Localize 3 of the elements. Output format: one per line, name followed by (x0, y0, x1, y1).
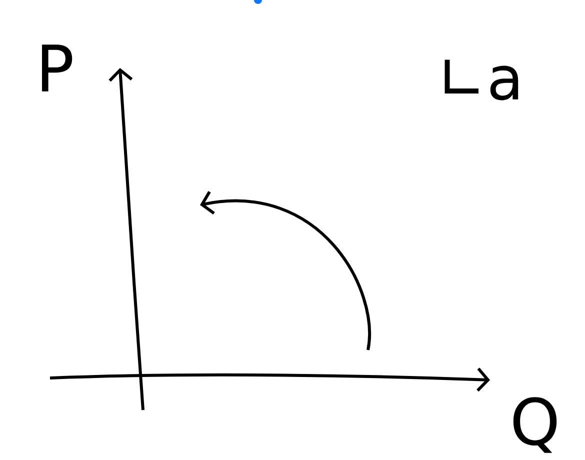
axis-label: P (42, 44, 72, 92)
axis-label: Q (513, 397, 557, 453)
axis-label: ∟a (444, 60, 518, 100)
